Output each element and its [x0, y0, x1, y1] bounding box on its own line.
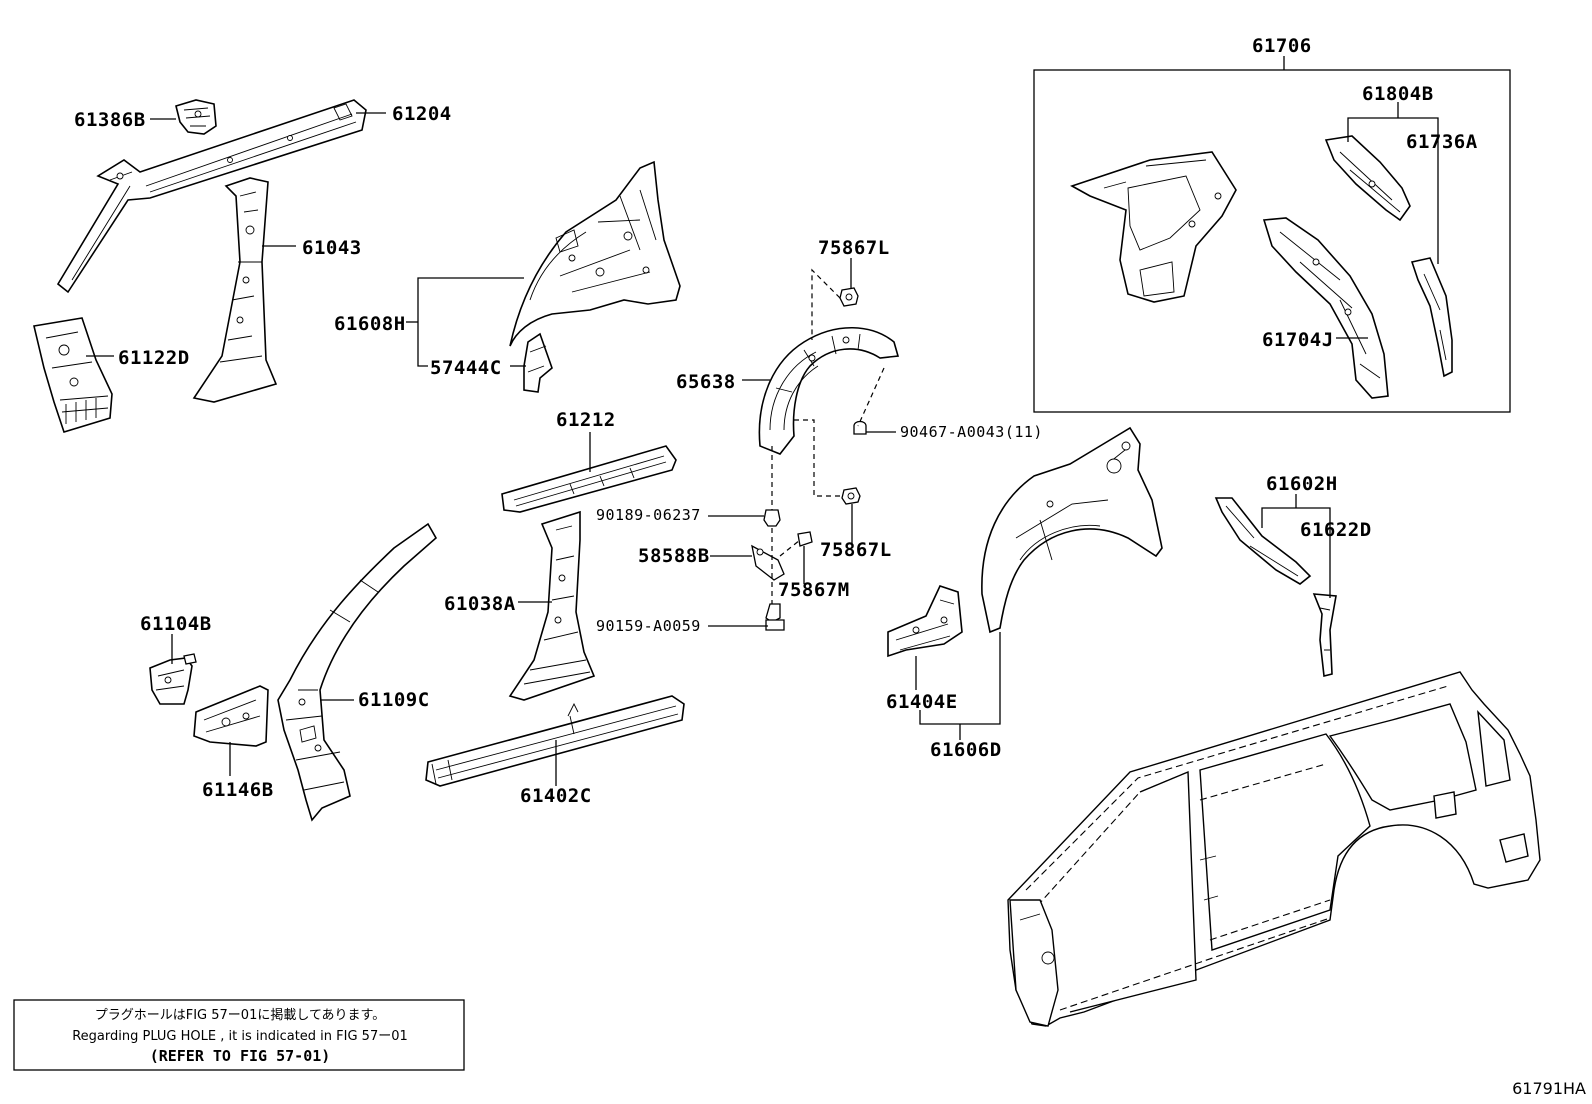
note-reference: (REFER TO FIG 57-01) — [150, 1047, 331, 1065]
part-61212-drawing — [501, 445, 677, 513]
label-61736A: 61736A — [1406, 131, 1478, 153]
fastener-75867M — [797, 531, 813, 547]
label-61212: 61212 — [556, 409, 616, 431]
part-61804B-drawing — [1324, 135, 1411, 222]
part-61736A-drawing — [1410, 257, 1453, 378]
part-61146B-drawing — [193, 685, 269, 747]
note-japanese: プラグホールはFIG 57ー01に掲載してあります。 — [95, 1007, 386, 1023]
label-61104B: 61104B — [140, 613, 212, 635]
label-61704J: 61704J — [1262, 329, 1334, 351]
label-58588B: 58588B — [638, 545, 710, 567]
label-61602H: 61602H — [1266, 473, 1338, 495]
part-61608H-drawing — [509, 160, 681, 347]
leader-lines — [86, 56, 1439, 786]
label-65638: 65638 — [676, 371, 736, 393]
bolt-90159 — [765, 603, 785, 631]
label-61122D: 61122D — [118, 347, 190, 369]
label-57444C: 57444C — [430, 357, 502, 379]
label-75867M: 75867M — [778, 579, 850, 601]
part-61606D-drawing — [981, 426, 1163, 634]
fastener-90467 — [853, 420, 867, 435]
label-61038A: 61038A — [444, 593, 516, 615]
part-61404E-drawing — [887, 585, 963, 658]
part-61122D-drawing — [33, 317, 113, 433]
label-61404E: 61404E — [886, 691, 958, 713]
part-65638-drawing — [758, 327, 900, 455]
part-61043-drawing — [192, 177, 278, 403]
note-box — [13, 999, 465, 1071]
bracket-58588B — [751, 544, 785, 581]
label-61622D: 61622D — [1300, 519, 1372, 541]
part-61386B-drawing — [175, 99, 217, 135]
part-61706-assembly-drawing — [1070, 151, 1237, 303]
label-61804B: 61804B — [1362, 83, 1434, 105]
label-75867L-top: 75867L — [818, 237, 890, 259]
label-90189-06237: 90189-06237 — [596, 506, 701, 524]
label-90159-A0059: 90159-A0059 — [596, 617, 701, 635]
figure-code: 61791HA — [1512, 1079, 1586, 1098]
part-61622D-drawing — [1312, 593, 1337, 677]
fastener-75867L-top — [839, 287, 859, 307]
label-61402C: 61402C — [520, 785, 592, 807]
label-61043: 61043 — [302, 237, 362, 259]
group-61706-frame — [1033, 69, 1511, 413]
fastener-90189 — [763, 509, 781, 527]
label-61109C: 61109C — [358, 689, 430, 711]
part-61109C-drawing — [277, 522, 438, 822]
part-labels: 61386B 61204 61043 61122D 61608H 57444C … — [74, 35, 1478, 807]
label-90467-A0043: 90467-A0043(11) — [900, 423, 1043, 441]
label-61386B: 61386B — [74, 109, 146, 131]
part-61704J-drawing — [1262, 217, 1389, 399]
fastener-75867L-mid — [841, 487, 861, 505]
plug-hole-note: プラグホールはFIG 57ー01に掲載してあります。 Regarding PLU… — [13, 999, 465, 1071]
label-61146B: 61146B — [202, 779, 274, 801]
note-english: Regarding PLUG HOLE , it is indicated in… — [72, 1029, 408, 1044]
part-61038A-drawing — [508, 510, 596, 701]
label-61606D: 61606D — [930, 739, 1002, 761]
part-61402C-drawing — [425, 695, 685, 787]
part-61104B-drawing — [149, 653, 197, 705]
vehicle-body-side-outline — [1007, 671, 1541, 1027]
part-61602H-drawing — [1214, 497, 1312, 585]
part-57444C-drawing — [523, 332, 553, 393]
label-61608H: 61608H — [334, 313, 406, 335]
label-75867L-mid: 75867L — [820, 539, 892, 561]
label-61204: 61204 — [392, 103, 452, 125]
part-61204-drawing — [56, 99, 367, 294]
label-61706: 61706 — [1252, 35, 1312, 57]
